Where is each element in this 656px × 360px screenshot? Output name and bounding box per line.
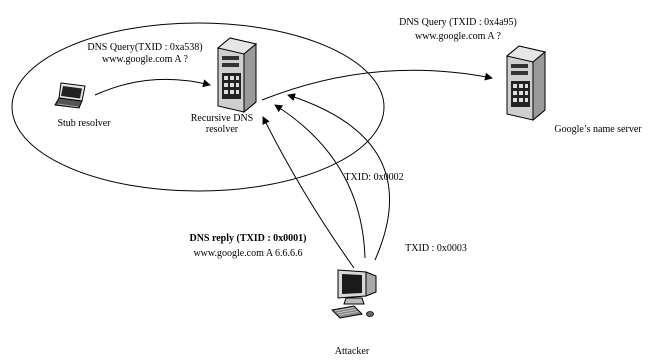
spoof-reply-1-label-line1: DNS reply (TXID : 0x0001) [189, 233, 306, 244]
server-tower-icon [216, 37, 258, 114]
stub-query-label-line1: DNS Query(TXID : 0xa538) [87, 42, 202, 53]
spoof-reply-3-label: TXID : 0x0003 [405, 243, 467, 254]
stub-resolver-node: Stub resolver [54, 82, 111, 129]
spoof-reply-2-label: TXID: 0x0002 [344, 172, 403, 183]
spoof-reply-1-label-line2: www.google.com A 6.6.6.6 [193, 248, 302, 259]
stub-query-label-line2: www.google.com A ? [102, 54, 189, 65]
spoof-reply-2-arrow [274, 104, 366, 259]
google-name-server-label: Google’s name server [554, 124, 642, 135]
desktop-computer-icon [330, 269, 377, 319]
laptop-icon [54, 82, 86, 109]
attacker-label: Attacker [335, 346, 370, 357]
spoof-reply-3-arrow [287, 93, 390, 261]
recursive-query-label-line1: DNS Query (TXID : 0x4a95) [399, 17, 517, 28]
stub-query-arrow [94, 78, 211, 96]
server-tower-icon [505, 45, 547, 122]
google-name-server-node: Google’s name server [505, 45, 642, 135]
attacker-node: Attacker [330, 269, 377, 357]
recursive-resolver-node: Recursive DNS resolver [191, 37, 258, 135]
spoof-reply-1-arrow [262, 116, 355, 269]
recursive-query-arrow [261, 69, 493, 101]
stub-resolver-label: Stub resolver [57, 118, 111, 129]
recursive-query-label-line2: www.google.com A ? [415, 31, 502, 42]
local-network-boundary [11, 22, 385, 192]
recursive-resolver-label-line2: resolver [206, 124, 239, 135]
recursive-resolver-label-line1: Recursive DNS [191, 113, 254, 124]
